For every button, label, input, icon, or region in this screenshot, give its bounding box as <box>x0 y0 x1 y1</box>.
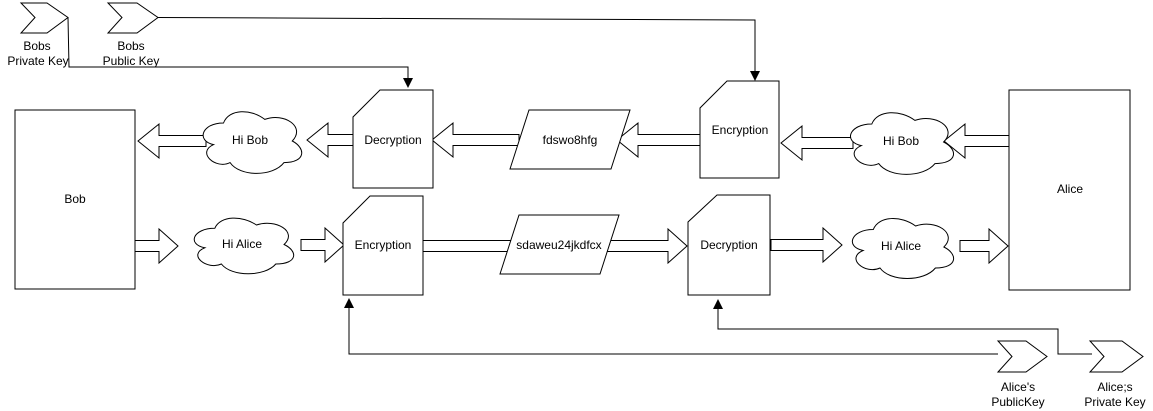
node-encryption-row1 <box>699 80 780 179</box>
cloud-hi-bob-left <box>202 111 303 174</box>
cloud-hi-bob-right-label: Hi Bob <box>883 134 919 148</box>
connector-alices-public-key-to-encryption <box>348 306 998 355</box>
alices-public-key-label-line1: Alice's <box>1001 380 1035 394</box>
arrow-cloud-to-bob <box>137 122 207 160</box>
arrow-decryption-to-cloud-row2 <box>770 226 843 264</box>
bobs-public-key-icon <box>106 2 159 34</box>
alices-private-key-label-line1: Alice;s <box>1097 380 1132 394</box>
node-bob-label: Bob <box>64 192 86 206</box>
arrow-alice-to-cloud <box>943 122 1010 160</box>
arrowhead-into-encryption-bottom <box>344 298 354 308</box>
cloud-hi-bob-left-label: Hi Bob <box>232 133 268 147</box>
alices-public-key-label-line2: PublicKey <box>991 395 1044 409</box>
node-encryption-row2-label: Encryption <box>355 238 412 252</box>
node-bob <box>14 109 136 290</box>
node-decryption-row2-label: Decryption <box>700 238 757 252</box>
node-ciphertext-row1-label: fdswo8hfg <box>543 133 598 147</box>
node-ciphertext-row1 <box>509 109 631 170</box>
bobs-private-key-icon <box>19 2 69 34</box>
arrow-cloud-to-encryption <box>780 124 854 162</box>
arrow-encryption-to-ciphertext <box>616 121 701 159</box>
arrow-decryption-to-cloud <box>306 121 354 159</box>
connector-bobs-private-key-to-decryption <box>67 17 409 80</box>
cloud-hi-alice-right <box>851 218 954 279</box>
node-alice <box>1008 89 1131 291</box>
connector-bobs-public-key-to-encryption <box>157 17 756 73</box>
node-decryption-row1-label: Decryption <box>364 133 421 147</box>
connector-alices-private-key-to-decryption <box>717 307 1092 355</box>
cloud-hi-alice-right-label: Hi Alice <box>881 239 921 253</box>
node-alice-label: Alice <box>1057 182 1083 196</box>
bobs-public-key-label-line1: Bobs <box>117 39 144 53</box>
arrow-ciphertext-to-decryption <box>431 121 520 159</box>
cloud-hi-alice-left-label: Hi Alice <box>222 237 262 251</box>
bobs-private-key-label-line2: Private Key <box>7 54 68 68</box>
arrowhead-into-decryption-bottom <box>713 299 723 309</box>
node-encryption-row2 <box>342 195 424 296</box>
node-ciphertext-row2-label: sdaweu24jkdfcx <box>516 238 601 252</box>
cloud-hi-bob-right <box>850 112 954 175</box>
arrow-cloud-to-alice <box>959 227 1009 265</box>
arrow-bob-to-cloud <box>134 227 179 265</box>
node-decryption-row2 <box>687 194 771 296</box>
alices-private-key-label-line2: Private Key <box>1084 395 1145 409</box>
cloud-hi-alice-left <box>193 217 294 275</box>
node-ciphertext-row2 <box>499 214 620 275</box>
alices-public-key-icon <box>996 340 1048 373</box>
alices-private-key-icon <box>1088 340 1144 373</box>
bobs-private-key-label-line1: Bobs <box>23 39 50 53</box>
arrowhead-into-encryption-top <box>750 71 760 81</box>
node-encryption-row1-label: Encryption <box>712 123 769 137</box>
arrowhead-into-decryption-top <box>403 78 413 88</box>
node-decryption-row1 <box>352 89 434 189</box>
bobs-public-key-label-line2: Public Key <box>103 54 160 68</box>
arrow-cloud-to-encryption-row2 <box>300 226 345 264</box>
